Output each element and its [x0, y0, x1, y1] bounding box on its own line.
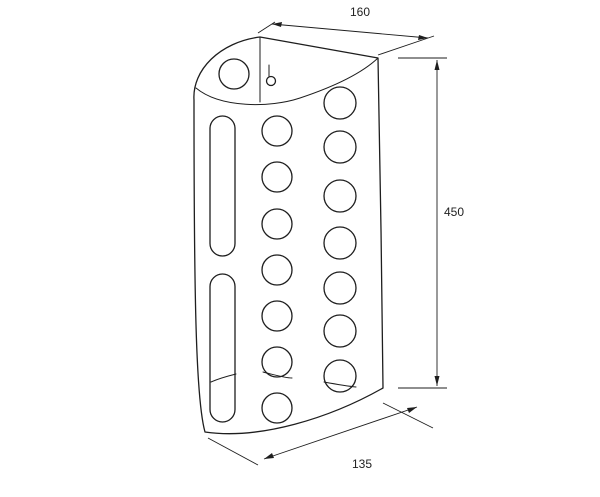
top-opening-edge — [195, 57, 379, 105]
side-slot-lower — [209, 273, 236, 423]
dimension-top-width: 160 — [257, 5, 435, 56]
front-hole — [261, 300, 293, 332]
side-hole — [323, 130, 357, 164]
side-hole — [323, 86, 357, 120]
top-mounting-hole — [218, 58, 250, 90]
side-hole — [323, 271, 357, 305]
front-hole — [261, 115, 293, 147]
dimension-label-bottom-depth: 135 — [352, 457, 372, 471]
front-hole — [261, 346, 293, 378]
dimension-label-height: 450 — [444, 205, 464, 219]
side-hole — [323, 179, 357, 213]
dispenser-body — [193, 36, 384, 435]
front-hole — [261, 161, 293, 193]
hole-fold-line — [262, 371, 293, 379]
front-hole — [261, 254, 293, 286]
keyhole-icon — [265, 64, 277, 87]
front-hole — [261, 392, 293, 424]
dimension-label-top-width: 160 — [350, 5, 370, 19]
side-hole — [323, 314, 357, 348]
hole-fold-line — [323, 381, 357, 388]
side-hole — [323, 226, 357, 260]
side-hole — [323, 359, 357, 393]
side-slot-upper — [209, 115, 236, 257]
front-hole — [261, 208, 293, 240]
dimension-bottom-depth: 135 — [207, 402, 434, 471]
dimension-height: 450 — [398, 57, 464, 389]
lower-slot-fold — [210, 373, 237, 383]
